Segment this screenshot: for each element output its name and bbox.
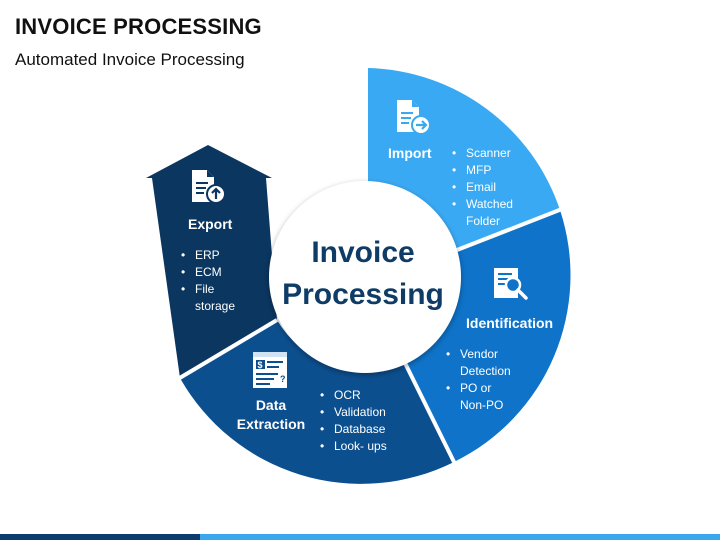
svg-text:•: • [320, 405, 324, 419]
identification-bullet-1: Vendor [460, 347, 498, 361]
svg-text:•: • [446, 381, 450, 395]
segment-identification [404, 210, 571, 462]
export-bullet-1: ERP [195, 248, 220, 262]
svg-text:•: • [446, 347, 450, 361]
svg-text:•: • [181, 282, 185, 296]
document-magnifier-icon [494, 268, 528, 300]
export-label: Export [188, 216, 233, 232]
identification-bullet-2b: Non-PO [460, 398, 503, 412]
data-extraction-bullet-1: OCR [334, 388, 361, 402]
document-arrow-up-icon [192, 170, 226, 204]
svg-text:•: • [452, 146, 456, 160]
identification-bullet-1b: Detection [460, 364, 511, 378]
footer-bar-dark [0, 534, 200, 540]
svg-text:•: • [320, 439, 324, 453]
import-bullet-2: MFP [466, 163, 491, 177]
svg-text:•: • [181, 265, 185, 279]
import-bullets: • Scanner • MFP • Email • Watched Folder [452, 146, 513, 228]
segment-export [146, 145, 277, 378]
svg-text:$: $ [258, 360, 263, 370]
svg-text:•: • [452, 197, 456, 211]
segment-data-extraction [180, 320, 454, 484]
page-title: INVOICE PROCESSING [15, 14, 262, 39]
data-extraction-bullet-3: Database [334, 422, 386, 436]
center-title-line2: Processing [282, 278, 444, 311]
svg-text:•: • [181, 248, 185, 262]
svg-text:•: • [452, 180, 456, 194]
import-bullet-3: Email [466, 180, 496, 194]
data-extraction-bullet-4: Look- ups [334, 439, 387, 453]
center-title-line1: Invoice [311, 236, 414, 269]
svg-text:•: • [320, 388, 324, 402]
identification-bullet-2: PO or [460, 381, 491, 395]
export-bullet-3b: storage [195, 299, 235, 313]
segment-separators [176, 207, 563, 465]
identification-label: Identification [466, 315, 553, 331]
identification-bullets: • Vendor Detection • PO or Non-PO [446, 347, 511, 412]
import-bullet-4: Watched [466, 197, 513, 211]
svg-text:•: • [452, 163, 456, 177]
svg-text:•: • [320, 422, 324, 436]
document-arrow-right-icon [397, 100, 431, 135]
import-label: Import [388, 145, 432, 161]
center-hub [269, 181, 461, 373]
data-extraction-label-line2: Extraction [237, 416, 305, 432]
footer-bar [0, 534, 720, 540]
svg-text:?: ? [280, 374, 286, 384]
data-extraction-bullet-2: Validation [334, 405, 386, 419]
export-bullet-2: ECM [195, 265, 222, 279]
import-bullet-4b: Folder [466, 214, 500, 228]
data-extraction-bullets: • OCR • Validation • Database • Look- ups [320, 388, 387, 453]
page-subtitle: Automated Invoice Processing [15, 50, 245, 69]
form-icon: $ ? [253, 352, 287, 388]
data-extraction-label-line1: Data [256, 397, 287, 413]
footer-bar-light [200, 534, 720, 540]
export-bullets: • ERP • ECM • File storage [181, 248, 235, 313]
import-bullet-1: Scanner [466, 146, 511, 160]
export-bullet-3: File [195, 282, 215, 296]
